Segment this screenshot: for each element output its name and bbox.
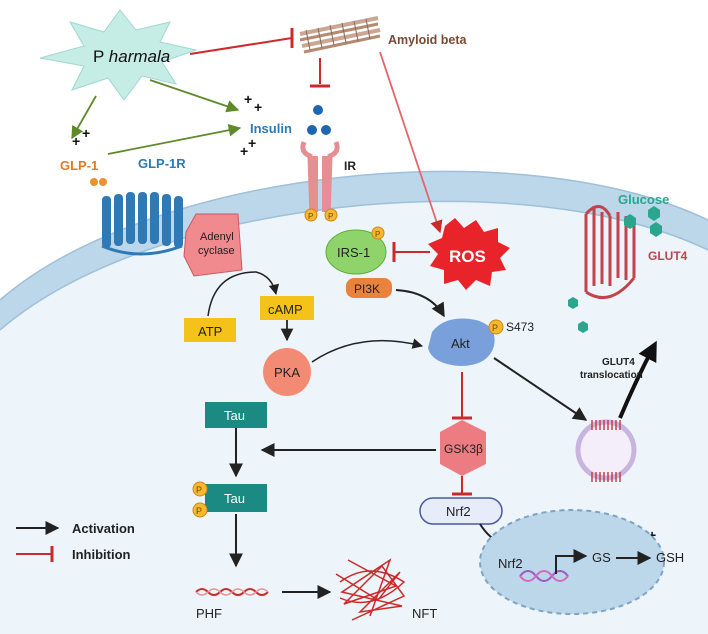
p-harmala-italic: harmala — [109, 47, 170, 66]
pi3k-node — [346, 278, 392, 298]
glut4-transporter — [584, 205, 636, 300]
glut4-translocation-label-1: GLUT4 — [602, 357, 635, 368]
nrf2-nucleus-label: Nrf2 — [498, 556, 523, 571]
akt-node — [428, 318, 495, 366]
gsh-label: GSH — [656, 550, 684, 565]
amyloid-beta-label: Amyloid beta — [388, 33, 468, 47]
akt-label: Akt — [451, 336, 470, 351]
glp1r-label: GLP-1R — [138, 156, 186, 171]
svg-text:P: P — [196, 485, 202, 495]
nrf2-label: Nrf2 — [446, 504, 471, 519]
insulin-molecule — [321, 125, 331, 135]
pka-node — [263, 348, 311, 396]
glp1-molecule — [90, 178, 98, 186]
legend-activation-label: Activation — [72, 521, 135, 536]
svg-text:+: + — [82, 125, 90, 141]
glucose-molecules — [568, 206, 662, 333]
akt-phospho — [488, 319, 504, 335]
svg-text:P: P — [328, 212, 333, 221]
glut4-translocation-arrow — [618, 340, 657, 419]
inhibition-herb-amyloid — [189, 37, 293, 55]
nrf2-node — [419, 497, 503, 525]
svg-text:+: + — [240, 143, 248, 159]
svg-text:cyclase: cyclase — [198, 245, 235, 257]
camp-label: cAMP — [268, 302, 303, 317]
glut4-translocation-label-2: translocation — [580, 370, 643, 381]
glp1-label: GLP-1 — [60, 158, 98, 173]
dna-helix — [519, 570, 569, 582]
adenyl-cyclase-node: Adenyl cyclase — [183, 213, 243, 277]
svg-text:+: + — [248, 135, 256, 151]
activation-herb-glp1 — [71, 95, 97, 140]
svg-text:+: + — [72, 133, 80, 149]
irs1-node — [325, 229, 387, 275]
ros-node — [428, 218, 510, 290]
glucose-label: Glucose — [618, 192, 669, 207]
svg-text:P: P — [375, 230, 380, 239]
activation-glp1-insulin — [107, 124, 242, 155]
activation-amyloid-ros — [379, 51, 443, 234]
insulin-label: Insulin — [250, 121, 292, 136]
irs1-label: IRS-1 — [337, 245, 370, 260]
legend-inhibition-label: Inhibition — [72, 547, 131, 562]
glp1-molecule — [99, 178, 107, 186]
activation-pi3k-akt — [395, 289, 445, 318]
activation-herb-insulin — [149, 79, 240, 113]
nft-tangle — [335, 558, 406, 621]
phospho-tau-label: Tau — [224, 491, 245, 506]
nucleus — [479, 509, 665, 615]
activation-atp-camp — [207, 271, 280, 317]
glp1-receptor — [101, 192, 183, 256]
svg-text:P: P — [196, 506, 202, 516]
pi3k-label: PI3K — [354, 282, 380, 296]
p-harmala-node: P harmala — [39, 9, 198, 101]
tau-node — [205, 402, 267, 428]
insulin-molecule — [307, 125, 317, 135]
activation-pka-akt — [311, 338, 424, 363]
insulin-molecule — [313, 105, 323, 115]
ir-label: IR — [344, 159, 356, 173]
svg-text:+: + — [648, 527, 656, 543]
glut4-label: GLUT4 — [648, 249, 688, 263]
svg-text:Adenyl: Adenyl — [200, 231, 234, 243]
camp-node — [260, 296, 314, 320]
irs1-phospho — [371, 226, 385, 240]
tau-phospho — [192, 502, 208, 518]
activation-nrf2-gs — [555, 549, 588, 574]
ros-label: ROS — [449, 247, 486, 266]
svg-text:P harmala: P harmala — [93, 47, 170, 66]
insulin-receptor: P P — [300, 141, 340, 222]
s473-label: S473 — [506, 320, 534, 334]
phf-label: PHF — [196, 606, 222, 621]
atp-label: ATP — [198, 324, 222, 339]
svg-text:P: P — [308, 212, 313, 221]
glut4-vesicle — [575, 419, 637, 482]
phf-filament — [195, 588, 269, 596]
legend: Activation Inhibition — [16, 521, 135, 562]
svg-text:+: + — [254, 99, 262, 115]
svg-text:+: + — [244, 91, 252, 107]
gs-label: GS — [592, 550, 611, 565]
tau-phospho — [192, 481, 208, 497]
atp-node — [184, 318, 236, 342]
pka-label: PKA — [274, 365, 300, 380]
activation-akt-glut4-vesicle — [493, 357, 588, 421]
tau-label: Tau — [224, 408, 245, 423]
amyloid-beta-fibrils — [299, 16, 381, 54]
p-harmala-prefix: P — [93, 47, 104, 66]
phospho-tau-node — [205, 484, 267, 512]
svg-text:P: P — [492, 323, 498, 333]
gsk3b-label: GSK3β — [444, 442, 483, 456]
nft-label: NFT — [412, 606, 437, 621]
gsk3b-node — [440, 420, 486, 476]
